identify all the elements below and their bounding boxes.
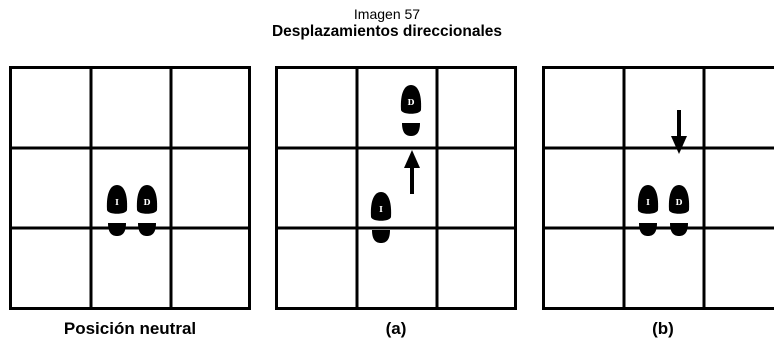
right-foot-letter: D [676, 197, 683, 207]
left-footprint-icon: I [637, 185, 659, 236]
figure-number: Imagen 57 [353, 6, 421, 22]
arrow-down-icon [671, 110, 687, 154]
right-foot-letter: D [408, 97, 415, 107]
right-footprint-icon: D [400, 85, 422, 136]
arrow-up-icon [404, 150, 420, 194]
grid-panel-neutral: I D [9, 66, 251, 310]
right-footprint-icon: D [668, 185, 690, 236]
left-foot-letter: I [115, 197, 119, 207]
left-foot-letter: I [646, 197, 650, 207]
grid-panel-b: I D [542, 66, 774, 310]
right-foot-letter: D [144, 197, 151, 207]
left-footprint-icon: I [106, 185, 128, 236]
caption-b: (b) [652, 319, 674, 338]
left-foot-letter: I [379, 204, 383, 214]
caption-a: (a) [385, 319, 407, 338]
grid-panel-a: I D [275, 66, 517, 310]
right-footprint-icon: D [136, 185, 158, 236]
figure-title: Desplazamientos direccionales [271, 23, 502, 40]
caption-neutral: Posición neutral [63, 319, 197, 338]
left-footprint-icon: I [370, 192, 392, 243]
